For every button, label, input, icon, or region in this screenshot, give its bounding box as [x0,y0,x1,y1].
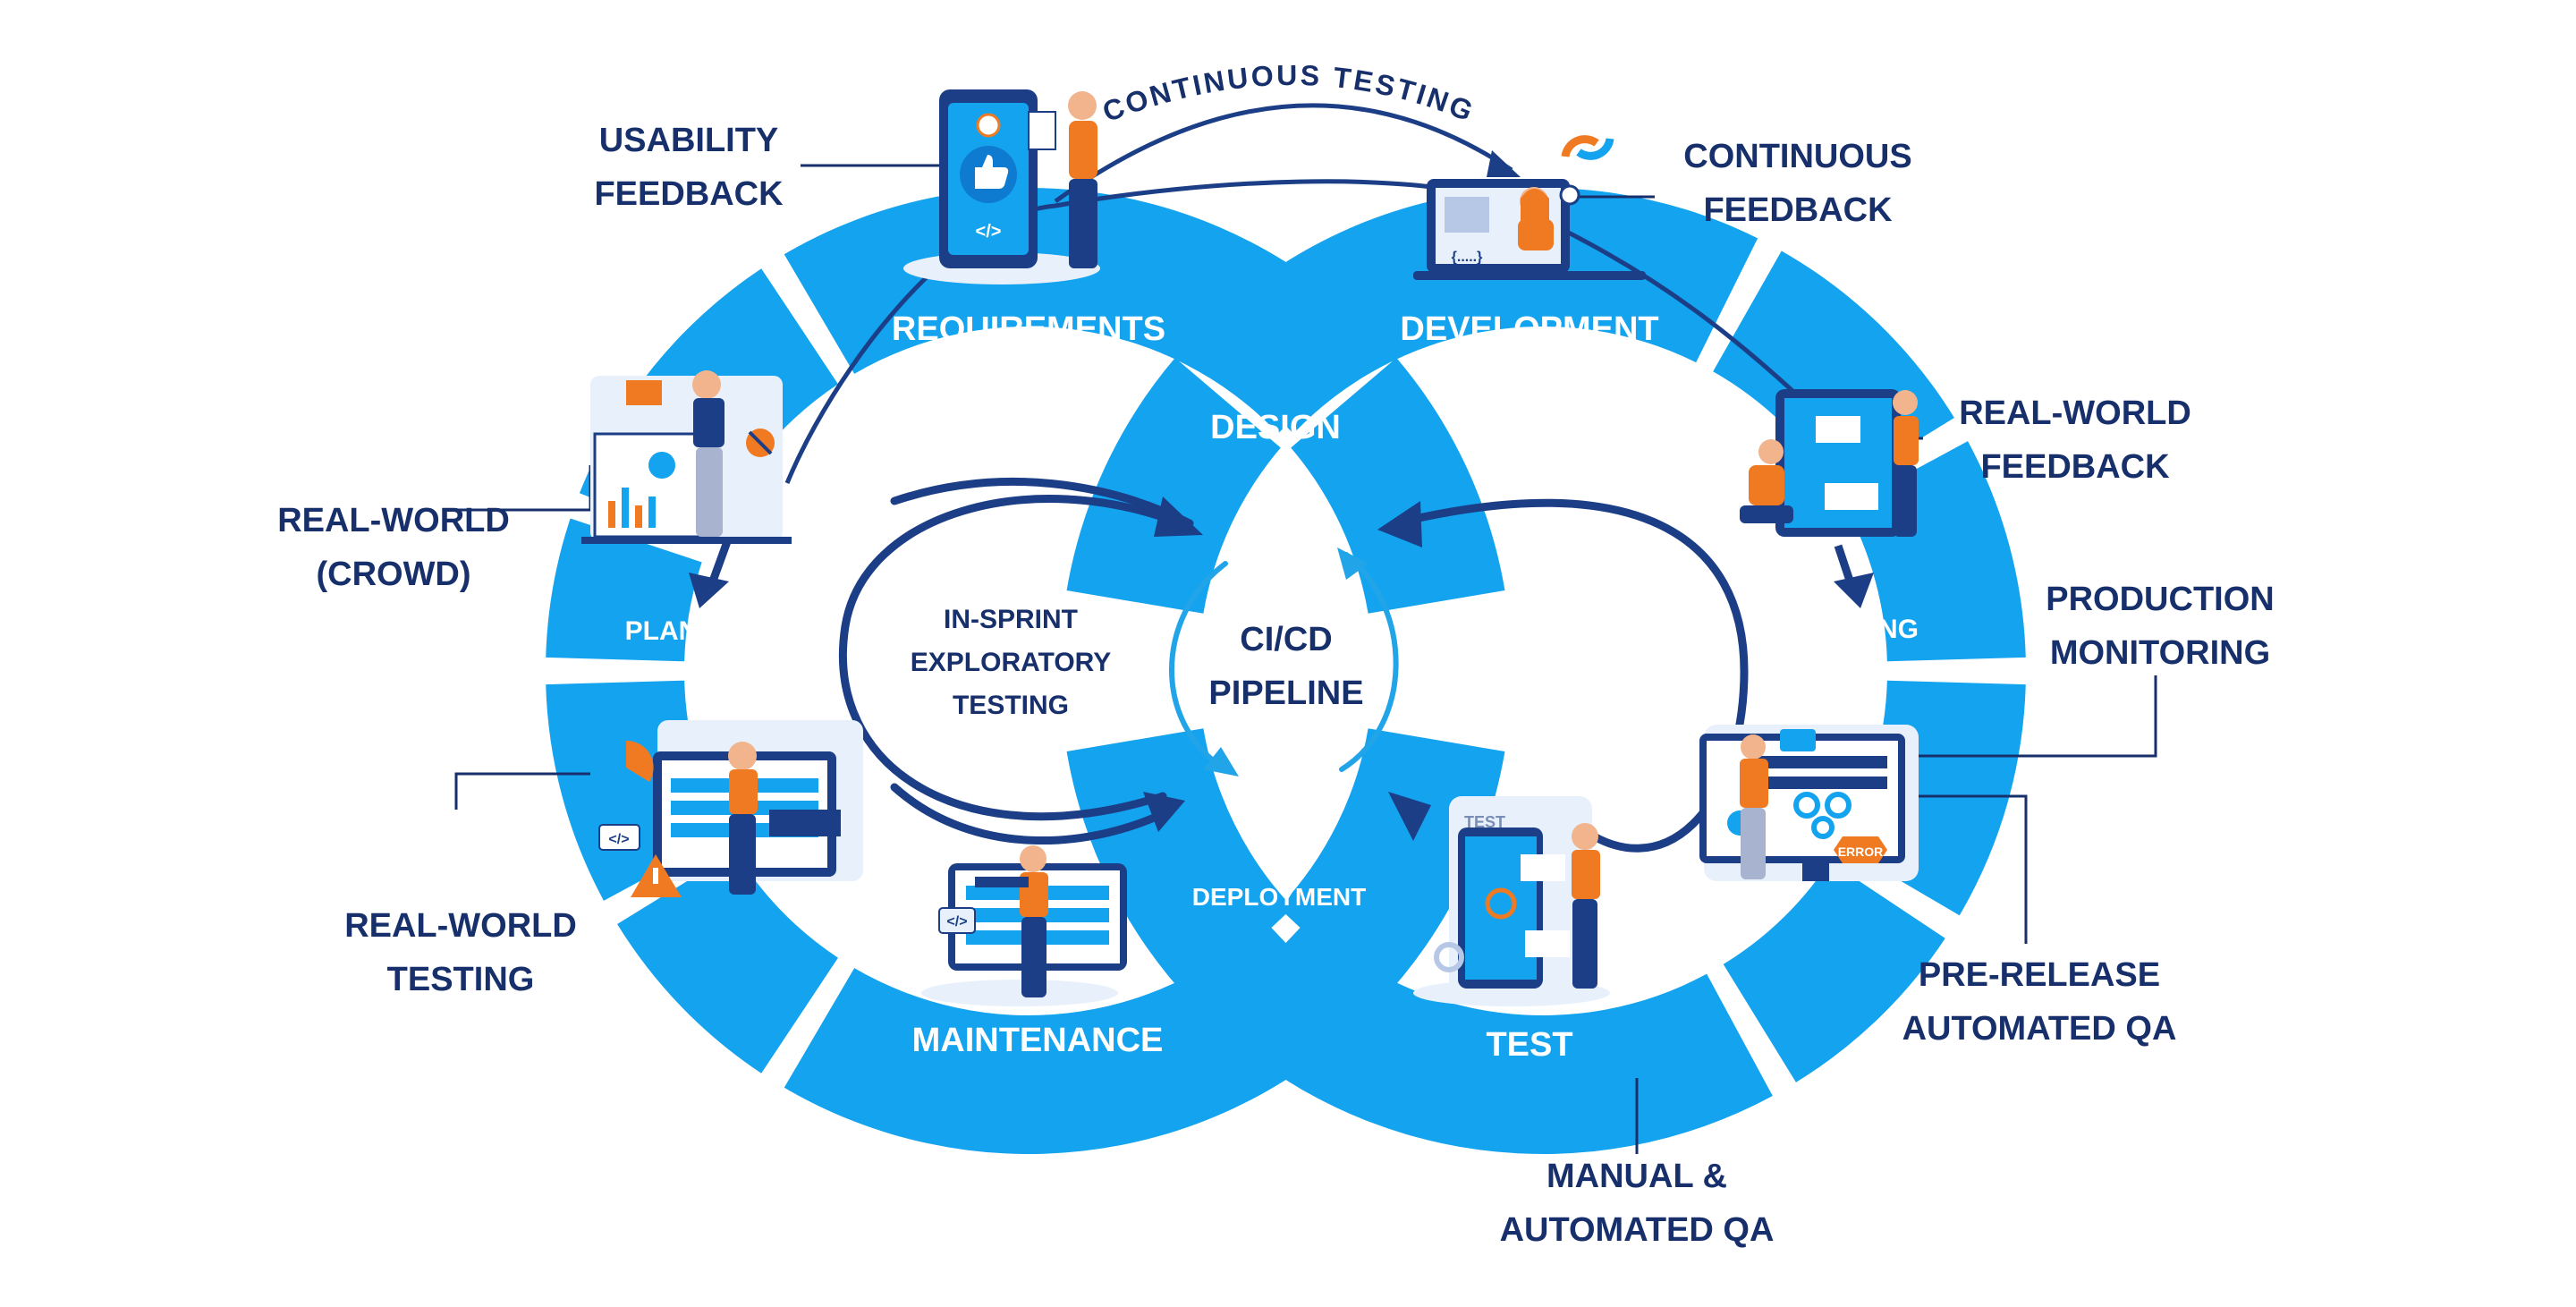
continuous-testing-label: CONTINUOUS TESTING [1098,59,1479,129]
exploratory-line-3: TESTING [953,691,1069,720]
cicd-right-arrowhead [1337,547,1368,580]
infinity-ring [546,187,2026,1154]
close-icon [1559,184,1580,206]
label-crowd-line1: REAL-WORLD [277,502,510,539]
label-pre-release-line1: PRE-RELEASE [1918,956,2161,994]
segment-maintenance: MAINTENANCE [912,1022,1164,1059]
pipeline-bottom-arrowhead [1388,792,1431,841]
label-continuous-feedback: CONTINUOUS FEEDBACK [1655,130,1941,237]
exploratory-line-1: IN-SPRINT [944,605,1078,634]
like-icon [975,155,1009,189]
illus-rw-testing: </> [598,720,863,897]
ring-deployment-left [1278,728,1505,1004]
label-real-world-crowd: REAL-WORLD (CROWD) [259,494,528,601]
label-usability-feedback: USABILITY FEEDBACK [577,114,801,221]
ring-planning [546,518,702,662]
exploratory-top-arrowhead [1154,496,1203,537]
cicd-right-arc [1339,552,1399,772]
svg-text:{.....}: {.....} [1452,250,1483,265]
illus-rw-feedback [1740,389,1919,537]
segment-planning: PLANNING [625,616,766,646]
label-real-world-testing: REAL-WORLD TESTING [326,899,595,1006]
illus-maintenance: </> [921,845,1127,1006]
illus-usability: </> [903,89,1100,284]
ring-deployment-right [1066,728,1293,1004]
svg-text:TEST: TEST [1464,813,1505,831]
svg-text:</>: </> [976,222,1002,242]
bug-icon [746,429,775,457]
pipeline-line-2: PIPELINE [1208,675,1363,712]
illus-test: TEST [1413,796,1610,1006]
exploratory-bottom-arrow [890,783,1176,845]
svg-text:</>: </> [946,914,967,929]
pipeline-right-arrowhead [1377,501,1422,547]
segment-requirements: REQUIREMENTS [892,310,1165,348]
illus-production: ERROR [1699,725,1919,881]
label-manual-line1: MANUAL & [1546,1158,1727,1195]
label-rw-testing-line1: REAL-WORLD [344,907,577,945]
pipeline-line-1: CI/CD [1240,621,1332,658]
ring-design-right [1066,358,1281,614]
segment-test: TEST [1486,1026,1572,1064]
illus-continuous-feedback: {.....} [1413,135,1646,280]
label-production-line1: PRODUCTION [2046,581,2275,618]
inner-arrows [838,477,1749,853]
warning-icon [631,854,682,897]
ring-maintenance-left [617,851,838,1074]
exploratory-top-arrow [890,477,1194,528]
pipeline-right-arrow [1391,498,1749,853]
center-texts: IN-SPRINT EXPLORATORY TESTING CI/CD PIPE… [911,605,1364,720]
cicd-left-arc [1169,561,1228,772]
label-rw-testing-line2: TESTING [386,961,535,998]
segment-development: DEVELOPMENT [1400,310,1658,348]
exploratory-bottom-arrowhead [1143,792,1185,832]
cicd-left-arrowhead [1203,747,1239,777]
segment-deployment: DEPLOYMENT [1192,883,1366,911]
exploratory-loop-arrow [838,495,1185,821]
ring-pre-release [1723,861,1945,1082]
label-crowd-line2: (CROWD) [316,556,471,593]
refresh-icon [1561,135,1614,160]
label-continuous-line1: CONTINUOUS [1683,138,1912,175]
ring-design-left [1291,358,1505,614]
gear-icon [1434,942,1464,972]
label-rw-feedback-line1: REAL-WORLD [1959,395,2191,432]
svg-text:</>: </> [608,832,629,847]
ring-test [1210,921,1773,1154]
check-icon [976,113,1001,138]
label-usability-line2: FEEDBACK [594,175,784,213]
label-production-monitoring: PRODUCTION MONITORING [2026,573,2294,680]
segment-analysis: ANALYSIS [945,364,1114,402]
side-arrows [689,535,1874,608]
exploratory-line-2: EXPLORATORY [911,648,1111,677]
segment-labels: REQUIREMENTS ANALYSIS DESIGN DEVELOPMENT… [625,310,1919,1064]
label-real-world-feedback: REAL-WORLD FEEDBACK [1941,386,2209,494]
label-pre-release: PRE-RELEASE AUTOMATED QA [1887,948,2191,1056]
segment-testing: TESTING [1802,615,1919,644]
segment-design: DESIGN [1210,409,1341,446]
email-icon [626,380,662,405]
label-continuous-line2: FEEDBACK [1703,191,1893,229]
ring-development [1192,188,1758,434]
label-production-line2: MONITORING [2049,634,2271,672]
svg-text:ERROR: ERROR [1838,844,1884,859]
illus-crowd [581,370,792,544]
planning-down-arrowhead [689,573,729,608]
testing-down-arrowhead [1834,573,1874,608]
gear-icon [1793,792,1852,839]
label-pre-release-line2: AUTOMATED QA [1902,1010,2177,1048]
label-rw-feedback-line2: FEEDBACK [1980,448,2170,486]
label-manual-automated: MANUAL & AUTOMATED QA [1485,1150,1789,1257]
label-usability-line1: USABILITY [598,122,779,159]
label-manual-line2: AUTOMATED QA [1499,1211,1775,1249]
